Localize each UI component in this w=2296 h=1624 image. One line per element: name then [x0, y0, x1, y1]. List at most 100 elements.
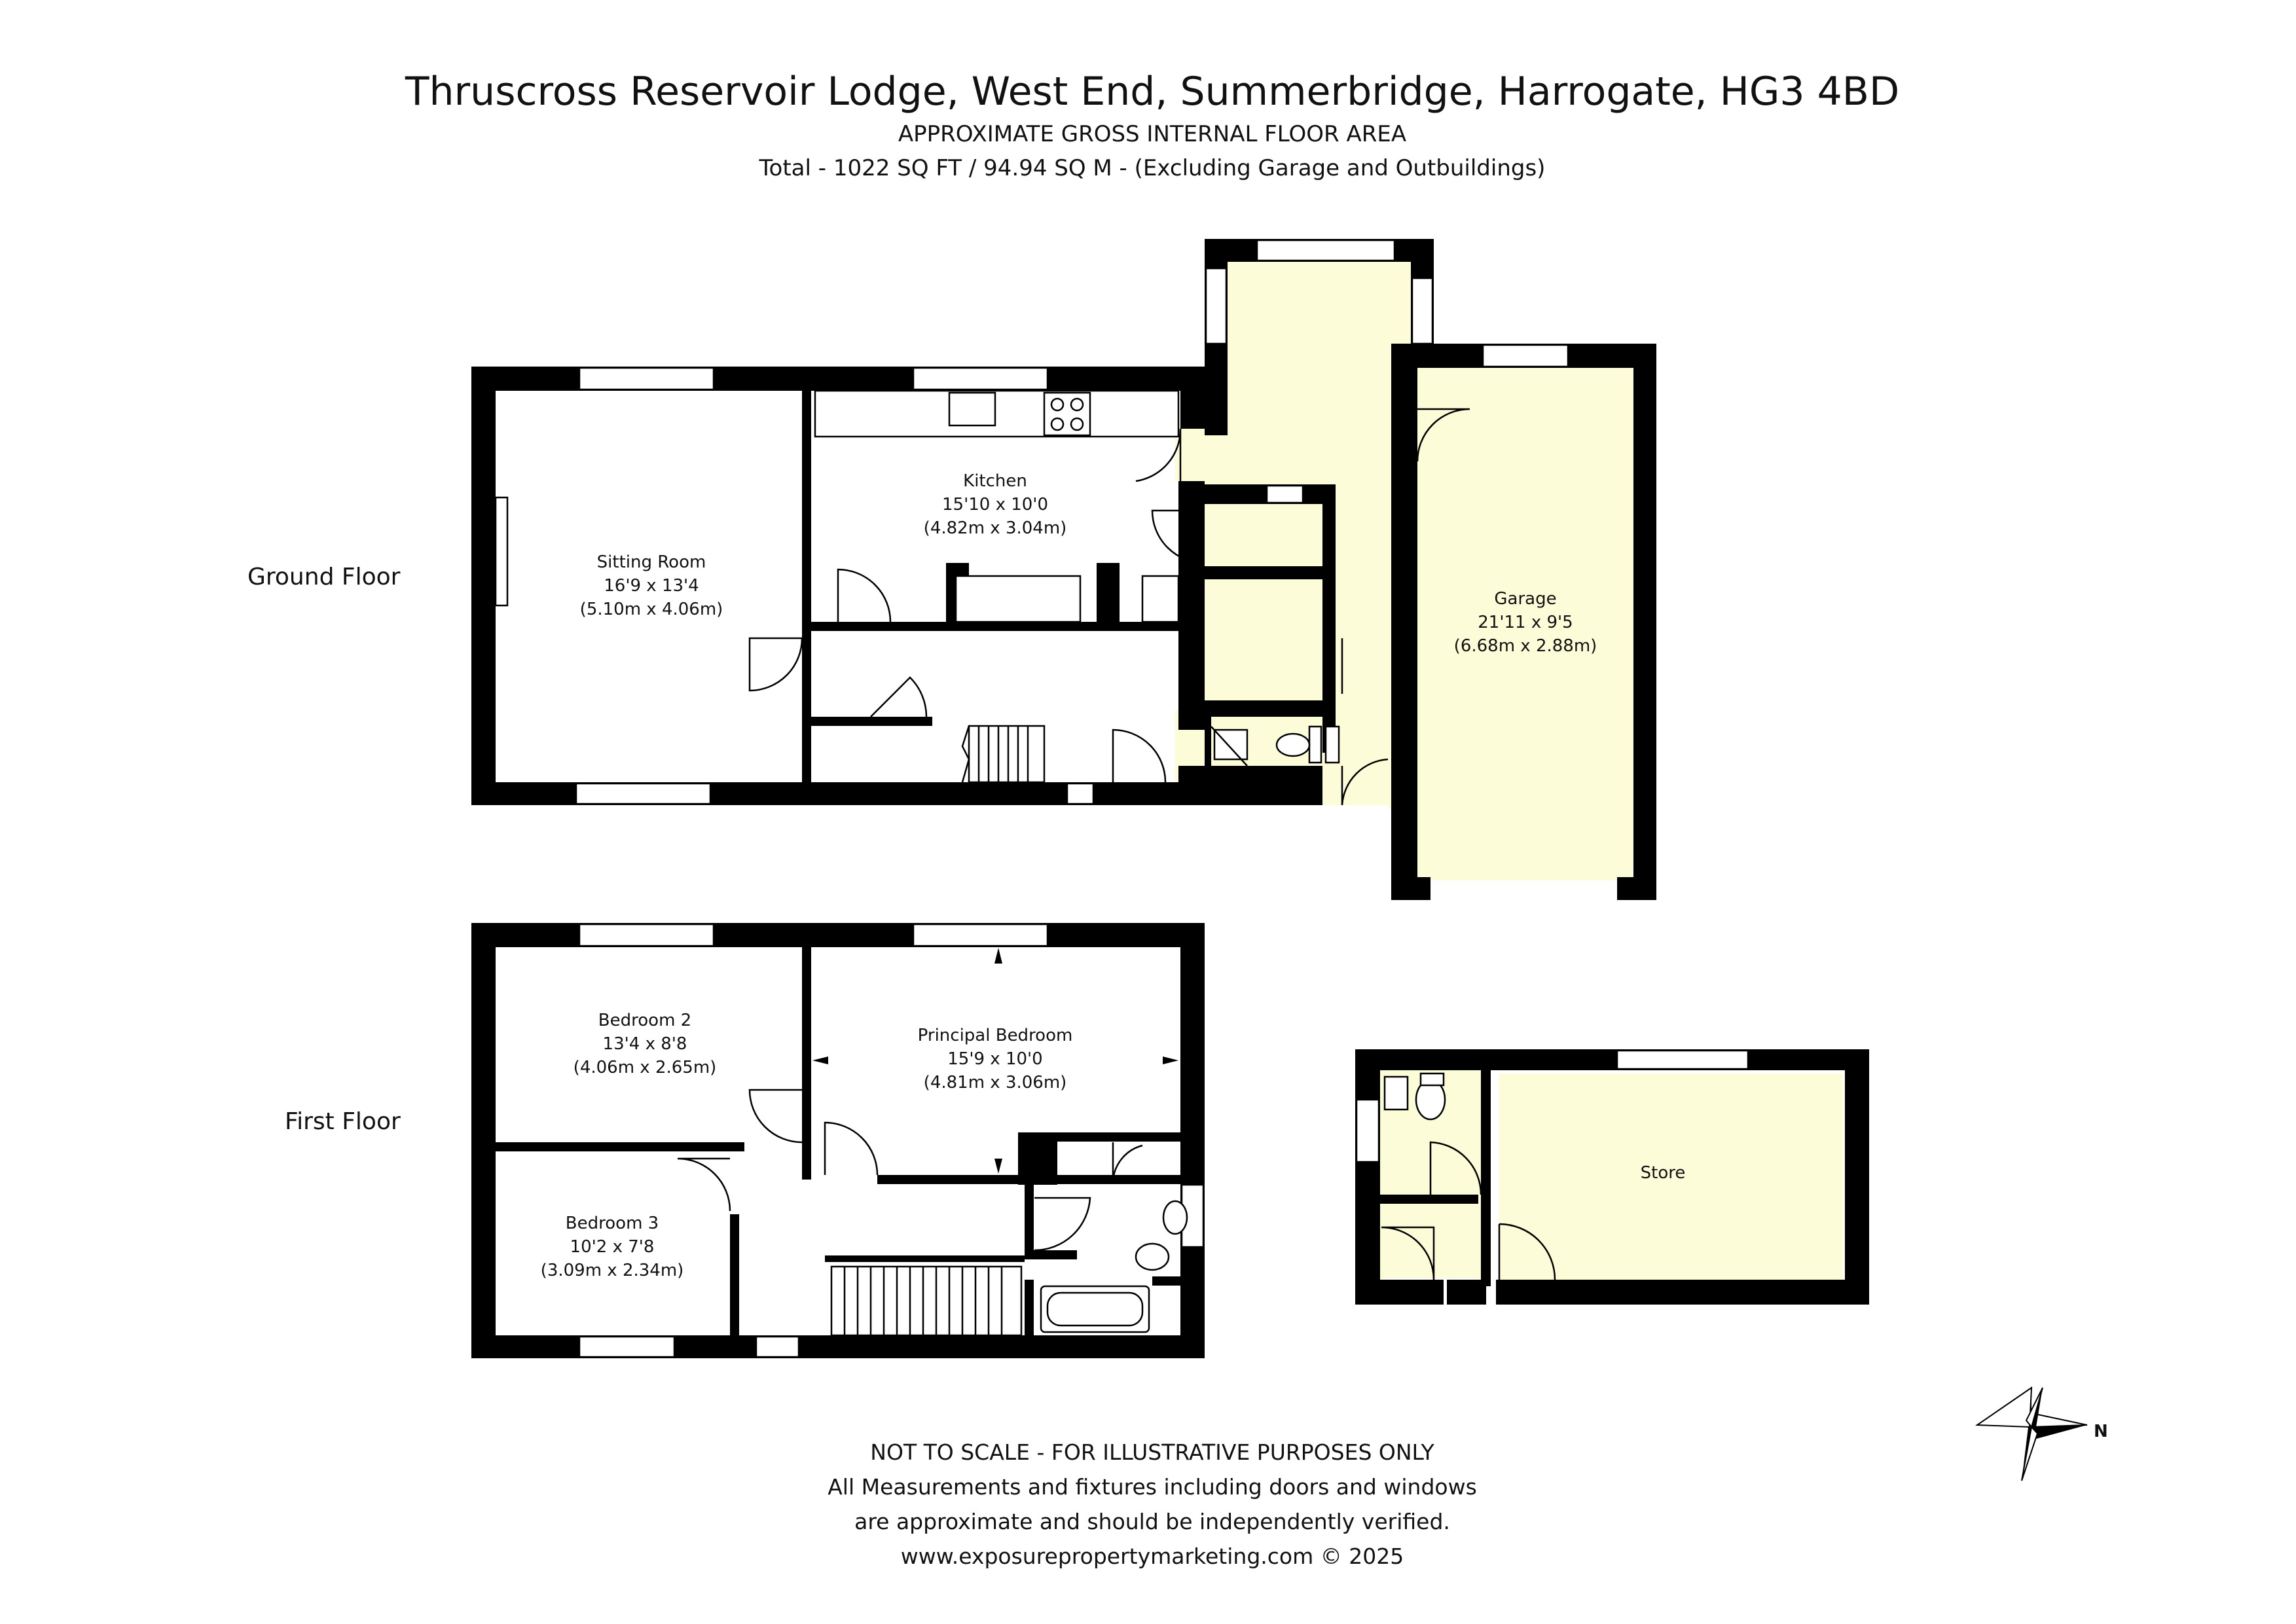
- window: [575, 782, 712, 805]
- door-kitchen: [837, 568, 892, 623]
- door-outbuilding-wc: [1429, 1141, 1482, 1195]
- bedroom-2-metric: (4.06m x 2.65m): [574, 1058, 717, 1077]
- wall: [1355, 1280, 1444, 1305]
- stairs: [961, 725, 1046, 784]
- bedroom-2-name: Bedroom 2: [598, 1011, 691, 1030]
- window: [1266, 484, 1304, 504]
- marker-icon: [994, 1159, 1002, 1174]
- wall: [1018, 1132, 1057, 1185]
- cistern-icon: [1383, 1075, 1409, 1111]
- garage-metric: (6.68m x 2.88m): [1454, 636, 1597, 656]
- wall: [1391, 344, 1417, 900]
- bedroom-3-name: Bedroom 3: [566, 1214, 659, 1233]
- window: [912, 367, 1049, 391]
- garage-imperial: 21'11 x 9'5: [1478, 613, 1573, 632]
- wash-basin-icon: [1135, 1242, 1170, 1271]
- wall: [1845, 1049, 1869, 1305]
- wall: [825, 1255, 1025, 1262]
- garage-name: Garage: [1494, 589, 1556, 609]
- website-copyright: www.exposurepropertymarketing.com © 2025: [901, 1543, 1404, 1569]
- wall: [1322, 484, 1336, 753]
- hob-ring: [1050, 397, 1065, 412]
- store-area: [1499, 1074, 1843, 1280]
- north-compass-icon: N: [1975, 1386, 2108, 1481]
- hob-ring: [1050, 417, 1065, 431]
- page-title: Thruscross Reservoir Lodge, West End, Su…: [405, 69, 1899, 115]
- wall: [802, 947, 811, 1180]
- door-principal-bedroom: [824, 1121, 879, 1176]
- kitchen-name: Kitchen: [963, 471, 1027, 491]
- wall: [1180, 367, 1205, 429]
- kitchen-worktop: [814, 389, 1180, 438]
- window: [1205, 267, 1228, 345]
- wall: [1152, 1276, 1180, 1286]
- window: [1411, 277, 1434, 345]
- window: [578, 1335, 676, 1358]
- disclaimer-line-2: All Measurements and fixtures including …: [828, 1474, 1477, 1500]
- compass-label: N: [2094, 1422, 2108, 1441]
- wall: [1633, 344, 1656, 900]
- door-outbuilding-entry: [1381, 1226, 1435, 1280]
- wall: [496, 1142, 744, 1151]
- stairs: [830, 1265, 1023, 1337]
- wall: [1097, 563, 1120, 622]
- cupboard-highlight: [1211, 504, 1332, 566]
- kitchen-unit: [1141, 575, 1180, 623]
- bedroom-3-imperial: 10'2 x 7'8: [570, 1237, 655, 1257]
- wall: [1496, 1280, 1869, 1305]
- hob-icon: [1043, 391, 1091, 437]
- wall: [1355, 1049, 1869, 1070]
- kitchen-metric: (4.82m x 3.04m): [924, 518, 1067, 538]
- window: [578, 923, 715, 947]
- cistern-icon: [1308, 725, 1322, 764]
- marker-icon: [1163, 1056, 1178, 1064]
- store-name: Store: [1641, 1163, 1686, 1183]
- wall: [1481, 1070, 1491, 1286]
- sitting-room-imperial: 16'9 x 13'4: [604, 576, 699, 596]
- window: [1066, 782, 1095, 805]
- door-utility: [1151, 509, 1205, 564]
- hob-ring: [1070, 417, 1084, 431]
- marker-icon: [994, 948, 1002, 964]
- wall: [1391, 877, 1430, 900]
- disclaimer-line-3: are approximate and should be independen…: [854, 1509, 1450, 1534]
- wall: [1380, 1195, 1478, 1204]
- window: [755, 1335, 800, 1358]
- wall: [1178, 766, 1322, 805]
- wall: [811, 717, 932, 726]
- wall: [1447, 1280, 1486, 1305]
- wall: [1180, 923, 1205, 1358]
- kitchen-units: [955, 575, 1082, 623]
- wash-basin-icon: [1213, 729, 1248, 761]
- bedroom-2-imperial: 13'4 x 8'8: [603, 1034, 687, 1054]
- door-store: [1499, 1223, 1556, 1280]
- wall: [1178, 481, 1205, 730]
- ground-floor-plan: Sitting Room 16'9 x 13'4 (5.10m x 4.06m)…: [471, 239, 1656, 900]
- wall: [1355, 1049, 1380, 1305]
- toilet-icon: [1162, 1200, 1188, 1235]
- window: [1324, 725, 1340, 764]
- marker-icon: [812, 1056, 828, 1064]
- area-subtitle: APPROXIMATE GROSS INTERNAL FLOOR AREA: [898, 121, 1406, 147]
- window: [1616, 1049, 1749, 1070]
- wall: [471, 367, 496, 805]
- front-door: [1112, 729, 1167, 783]
- total-area: Total - 1022 SQ FT / 94.94 SQ M - (Exclu…: [759, 155, 1546, 181]
- garage-area: [1417, 367, 1633, 880]
- toilet-icon: [1275, 732, 1311, 757]
- door-sitting-room: [748, 637, 803, 692]
- door-bedroom-2: [748, 1089, 803, 1144]
- window: [912, 923, 1049, 947]
- fireplace: [494, 496, 509, 607]
- wall: [1025, 1250, 1077, 1259]
- first-floor-plan: Bedroom 2 13'4 x 8'8 (4.06m x 2.65m) Pri…: [471, 923, 1205, 1358]
- hob-ring: [1070, 397, 1084, 412]
- outbuilding-plan: Store: [1355, 1049, 1869, 1305]
- window: [578, 367, 715, 391]
- door-rear: [1341, 758, 1389, 806]
- sink-icon: [948, 391, 996, 427]
- wall: [1205, 566, 1336, 579]
- door-garage: [1416, 408, 1470, 462]
- door-bedroom-3: [677, 1157, 731, 1212]
